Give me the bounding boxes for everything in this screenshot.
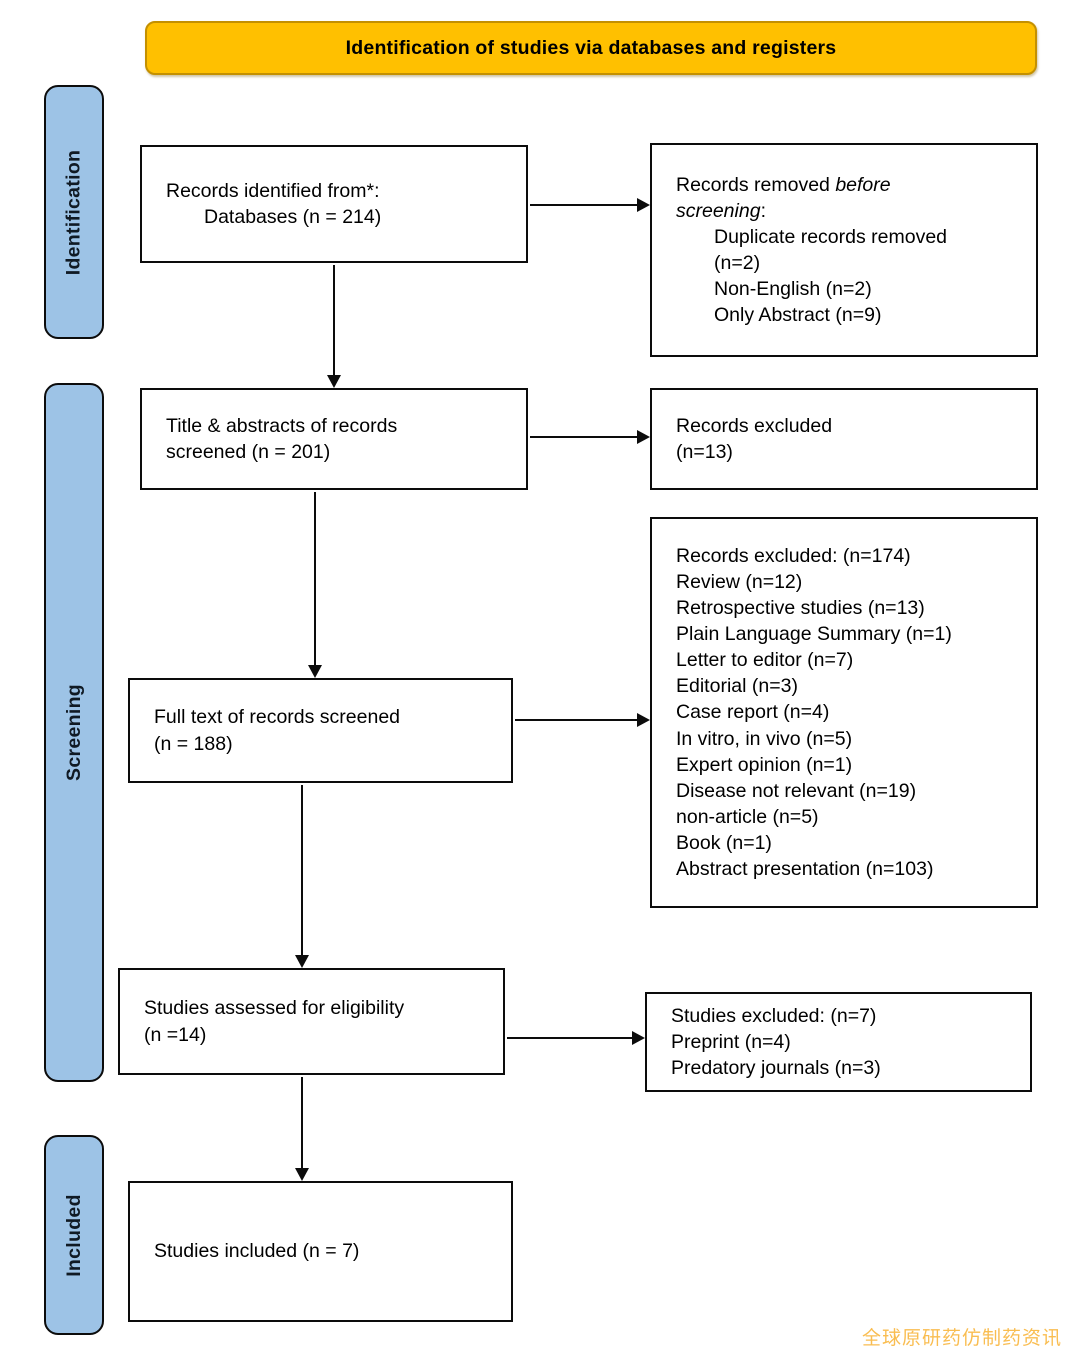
removed-reason-line: (n=2) (714, 252, 761, 274)
diagram-title-banner: Identification of studies via databases … (145, 21, 1037, 75)
stage-included: Included (44, 1135, 104, 1335)
stage-screening-label: Screening (62, 684, 85, 781)
arrow-identified-to-screened (325, 265, 343, 388)
studies-assessed-line2: (n =14) (144, 1023, 207, 1046)
studies-included-line1: Studies included (n = 7) (154, 1240, 360, 1263)
box-titles-abstracts-screened: Title & abstracts of records screened (n… (140, 388, 528, 490)
exclusion-line: Plain Language Summary (n=1) (676, 623, 952, 646)
arrow-fulltext-to-assessed (293, 785, 311, 968)
records-removed-heading-line2: screening: (676, 198, 1018, 224)
arrow-assessed-to-excluded (507, 1029, 645, 1047)
removed-reason-line: Only Abstract (n=9) (714, 304, 882, 327)
box-studies-assessed: Studies assessed for eligibility (n =14) (118, 968, 505, 1075)
records-removed-italic1: before (835, 173, 891, 196)
exclusion-line: Case report (n=4) (676, 701, 830, 724)
stage-identification-label: Identification (62, 149, 85, 275)
exclusion-line: Records excluded: (n=174) (676, 544, 911, 567)
records-identified-line1: Records identified from*: (166, 179, 380, 202)
studies-assessed-line1: Studies assessed for eligibility (144, 997, 405, 1020)
stage-included-label: Included (62, 1193, 85, 1277)
arrow-assessed-to-included (293, 1077, 311, 1181)
diagram-title: Identification of studies via databases … (345, 36, 837, 59)
box-full-text-screened: Full text of records screened (n = 188) (128, 678, 513, 783)
box-records-identified: Records identified from*: Databases (n =… (140, 145, 528, 263)
titles-abstracts-line2: screened (n = 201) (166, 441, 331, 463)
exclusion-line: Editorial (n=3) (676, 675, 798, 698)
arrow-identified-to-removed (530, 196, 650, 214)
exclusion-line: Disease not relevant (n=19) (676, 779, 917, 802)
exclusion-line: Retrospective studies (n=13) (676, 596, 925, 619)
records-removed-italic2: screening (676, 199, 761, 222)
exclusion-line: Letter to editor (n=7) (676, 649, 854, 672)
exclusion-line: Review (n=12) (676, 570, 803, 593)
records-removed-text: Records removed (676, 173, 836, 196)
records-identified-line2: Databases (n = 214) (204, 206, 382, 228)
exclusion-line: Book (n=1) (676, 832, 772, 855)
arrow-fulltext-to-exclusions (515, 711, 650, 729)
studies-excluded-line: Studies excluded: (n=7) (671, 1004, 877, 1027)
records-excluded-line2: (n=13) (676, 441, 733, 463)
stage-screening: Screening (44, 383, 104, 1082)
full-text-line1: Full text of records screened (154, 706, 401, 729)
exclusion-line: In vitro, in vivo (n=5) (676, 727, 853, 750)
watermark-text: 全球原研药仿制药资讯 (861, 1328, 1062, 1349)
studies-excluded-line: Predatory journals (n=3) (671, 1057, 881, 1080)
box-studies-excluded: Studies excluded: (n=7) Preprint (n=4) P… (645, 992, 1032, 1092)
records-removed-colon: : (760, 199, 766, 222)
full-text-line2: (n = 188) (154, 732, 233, 755)
box-studies-included: Studies included (n = 7) (128, 1181, 513, 1322)
exclusion-line: Abstract presentation (n=103) (676, 858, 934, 881)
box-full-text-exclusions: Records excluded: (n=174) Review (n=12) … (650, 517, 1038, 908)
box-records-removed: Records removed before screening: Duplic… (650, 143, 1038, 357)
records-excluded-line1: Records excluded (676, 414, 833, 437)
studies-excluded-line: Preprint (n=4) (671, 1030, 791, 1053)
removed-reason-line: Duplicate records removed (714, 225, 948, 248)
arrow-screened-to-fulltext (306, 492, 324, 678)
box-records-excluded: Records excluded (n=13) (650, 388, 1038, 490)
exclusion-line: Expert opinion (n=1) (676, 753, 853, 776)
stage-identification: Identification (44, 85, 104, 339)
exclusion-line: non-article (n=5) (676, 805, 819, 828)
titles-abstracts-line1: Title & abstracts of records (166, 414, 398, 437)
removed-reason-line: Non-English (n=2) (714, 278, 872, 301)
records-removed-heading-line1: Records removed before (676, 172, 1018, 198)
arrow-screened-to-excluded (530, 428, 650, 446)
